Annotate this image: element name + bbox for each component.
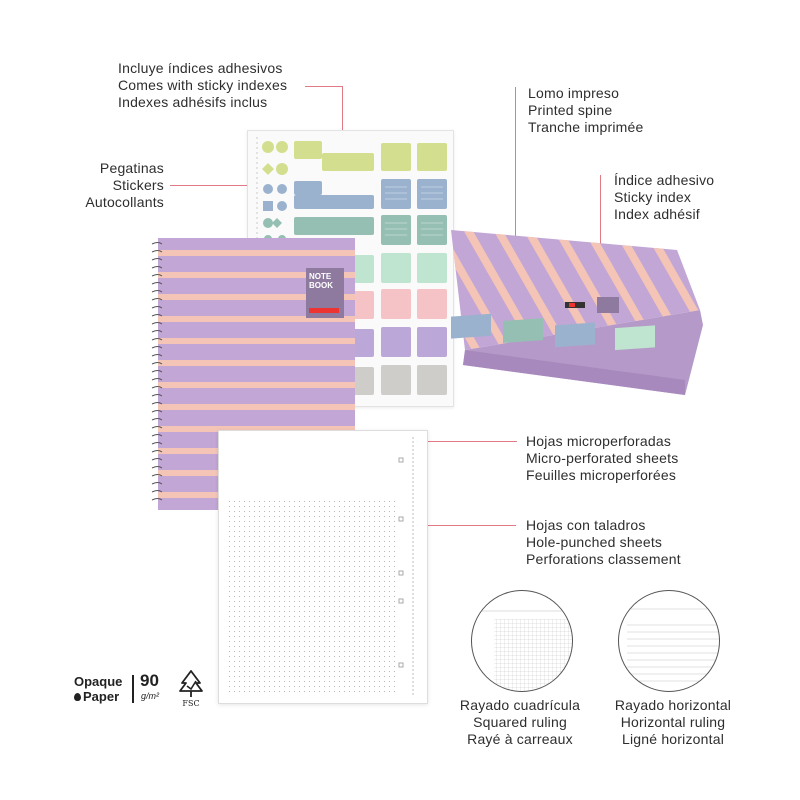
callout-sticky-index: Índice adhesivo Sticky index Index adhés… [614,172,715,222]
opaque-paper-text: Opaque Paper [74,674,123,704]
callout-printed-spine: Lomo impreso Printed spine Tranche impri… [528,85,644,135]
grid-paper-art [229,437,414,697]
leader-printed-spine [515,87,517,357]
leader-micro-perforated [411,441,517,443]
drop-icon [74,692,81,701]
paper-weight: 90 [140,671,159,690]
badge-divider [132,675,134,703]
callout-hole-punched: Hojas con taladros Hole-punched sheets P… [526,517,681,567]
leader-sticky-indexes-v [342,86,344,162]
grid-paper-sheet [218,430,428,704]
callout-stickers: Pegatinas Stickers Autocollants [85,160,164,210]
horizontal-ruling-art [619,608,719,682]
leader-sticky-indexes-h [305,86,343,88]
fsc-tree-icon: FSC [176,669,206,709]
notebook-open [445,225,705,400]
callout-squared-ruling: Rayado cuadrícula Squared ruling Rayé à … [459,697,581,747]
squared-ruling-art [472,610,572,691]
notebook-open-art [451,230,703,395]
paper-weight-unit: g/m² [141,691,159,701]
cover-title-label: NOTE BOOK [306,268,344,318]
horizontal-ruling-sample [618,590,720,692]
callout-micro-perforated: Hojas microperforadas Micro-perforated s… [526,433,679,483]
brand-logo-strip [309,308,339,313]
leader-stickers [170,185,262,187]
squared-ruling-sample [471,590,573,692]
paper-spec-badge: Opaque Paper 90 g/m² FSC [74,669,224,711]
callout-horizontal-ruling: Rayado horizontal Horizontal ruling Lign… [614,697,732,747]
sticker-sheet-art [256,137,447,401]
callout-sticky-indexes: Incluye índices adhesivos Comes with sti… [118,60,288,110]
leader-hole-punched [398,525,516,527]
